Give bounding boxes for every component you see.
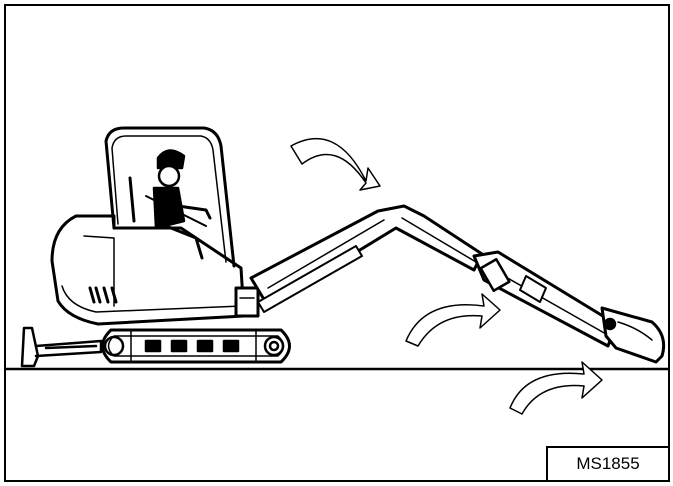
figure-frame: MS1855 — [4, 4, 670, 482]
figure-code-label: MS1855 — [546, 446, 670, 482]
upper-body — [52, 216, 244, 324]
curved-motion-arrow-icon — [291, 139, 380, 190]
crawler-track — [103, 330, 290, 362]
swing-bracket — [236, 288, 258, 316]
arm — [474, 252, 616, 346]
bucket — [602, 308, 664, 362]
dozer-blade — [22, 328, 101, 366]
curved-motion-arrow-icon — [406, 294, 500, 346]
excavator-illustration — [6, 6, 670, 482]
figure-code-text: MS1855 — [576, 454, 639, 474]
